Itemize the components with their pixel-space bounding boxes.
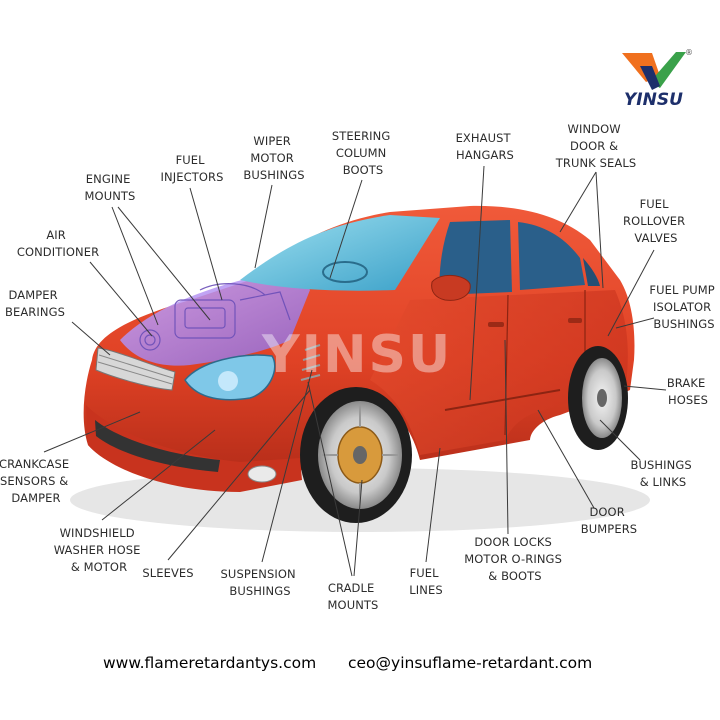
yinsu-logo: YINSU ® bbox=[622, 48, 693, 110]
leader-fuel-injectors bbox=[189, 187, 223, 301]
label-damper-bearings: DAMPER BEARINGS bbox=[5, 288, 65, 319]
leader-door-bumpers bbox=[537, 409, 595, 509]
logo-mark-blue bbox=[640, 66, 660, 90]
door-handle-rear bbox=[568, 318, 582, 323]
fog-light bbox=[247, 465, 277, 483]
leader-brake-hoses bbox=[623, 385, 667, 391]
footer-website-link[interactable]: www.flameretardantys.com bbox=[103, 654, 316, 672]
leader-window-seals-2 bbox=[595, 171, 604, 289]
leader-damper-bearings bbox=[71, 321, 111, 356]
watermark-text: YINSU bbox=[261, 325, 452, 385]
door-handle-front bbox=[488, 322, 504, 327]
label-windshield-washer-hose-motor: WINDSHIELD WASHER HOSE & MOTOR bbox=[54, 526, 145, 574]
leader-exhaust-hangars bbox=[469, 165, 485, 401]
part-labels: ENGINE MOUNTS FUEL INJECTORS WIPER MOTOR… bbox=[0, 122, 718, 612]
front-suspension-coil bbox=[300, 344, 321, 381]
leader-crankcase bbox=[43, 411, 141, 453]
windshield bbox=[240, 215, 440, 291]
leader-wiper-motor bbox=[254, 184, 273, 269]
leader-engine-mounts-2 bbox=[117, 206, 211, 321]
engine-details bbox=[139, 283, 291, 351]
logo-mark-green bbox=[650, 52, 686, 88]
label-wiper-motor-bushings: WIPER MOTOR BUSHINGS bbox=[243, 134, 304, 182]
label-fuel-lines: FUEL LINES bbox=[409, 566, 442, 597]
label-door-locks-motor-orings-boots: DOOR LOCKS MOTOR O-RINGS & BOOTS bbox=[464, 535, 565, 583]
headlight-lens bbox=[218, 371, 238, 391]
label-cradle-mounts: CRADLE MOUNTS bbox=[328, 581, 379, 612]
footer-email-link[interactable]: ceo@yinsuflame-retardant.com bbox=[348, 654, 592, 672]
leader-fuel-rollover bbox=[607, 249, 655, 337]
leader-fuel-lines bbox=[425, 447, 441, 563]
logo-wordmark: YINSU bbox=[624, 90, 683, 110]
leader-window-seals-1 bbox=[559, 171, 597, 233]
leader-lines bbox=[43, 165, 667, 577]
label-engine-mounts: ENGINE MOUNTS bbox=[85, 172, 136, 203]
label-air-conditioner: AIR CONDITIONER bbox=[17, 228, 99, 259]
door-seam-front bbox=[504, 294, 509, 436]
label-steering-column-boots: STEERING COLUMN BOOTS bbox=[332, 129, 394, 177]
label-crankcase-sensors-damper: CRANKCASE SENSORS & DAMPER bbox=[0, 457, 73, 505]
rear-wheel bbox=[568, 346, 628, 450]
car-illustration: YINSU bbox=[70, 205, 650, 532]
leader-fuel-pump-isolator bbox=[615, 317, 655, 329]
car-side-panel bbox=[370, 290, 628, 455]
leader-cradle-mounts-1 bbox=[307, 381, 353, 577]
side-mirror bbox=[431, 275, 471, 301]
leader-sleeves bbox=[167, 389, 311, 561]
label-window-door-trunk-seals: WINDOW DOOR & TRUNK SEALS bbox=[555, 122, 636, 170]
footer-contact: www.flameretardantys.com ceo@yinsuflame-… bbox=[103, 654, 592, 672]
side-molding bbox=[444, 389, 561, 411]
label-fuel-injectors: FUEL INJECTORS bbox=[161, 153, 224, 184]
leader-cradle-mounts-2 bbox=[353, 479, 363, 577]
label-fuel-pump-isolator-bushings: FUEL PUMP ISOLATOR BUSHINGS bbox=[649, 283, 718, 331]
label-brake-hoses: BRAKE HOSES bbox=[667, 376, 709, 407]
label-sleeves: SLEEVES bbox=[142, 566, 193, 580]
leader-bushings-links bbox=[599, 419, 641, 461]
logo-registered-mark: ® bbox=[685, 48, 693, 57]
label-suspension-bushings: SUSPENSION BUSHINGS bbox=[221, 567, 300, 598]
label-exhaust-hangars: EXHAUST HANGARS bbox=[456, 131, 515, 162]
leader-windshield-washer bbox=[101, 429, 216, 521]
label-bushings-links: BUSHINGS & LINKS bbox=[630, 458, 695, 489]
leader-door-locks bbox=[504, 339, 509, 535]
steering-wheel bbox=[322, 261, 368, 283]
engine-bay-cutaway bbox=[120, 275, 310, 366]
front-bumper bbox=[86, 405, 302, 492]
rear-side-window bbox=[518, 222, 585, 290]
leader-engine-mounts-1 bbox=[111, 206, 159, 326]
label-fuel-rollover-valves: FUEL ROLLOVER VALVES bbox=[623, 197, 689, 245]
lower-grille bbox=[95, 420, 220, 472]
front-wheel bbox=[300, 387, 412, 523]
leader-air-conditioner bbox=[89, 261, 153, 337]
leader-suspension-bushings bbox=[261, 369, 313, 563]
label-door-bumpers: DOOR BUMPERS bbox=[581, 505, 637, 536]
rear-quarter-window bbox=[583, 258, 600, 286]
grille-slats bbox=[97, 354, 174, 385]
leader-steering-column bbox=[329, 179, 363, 279]
